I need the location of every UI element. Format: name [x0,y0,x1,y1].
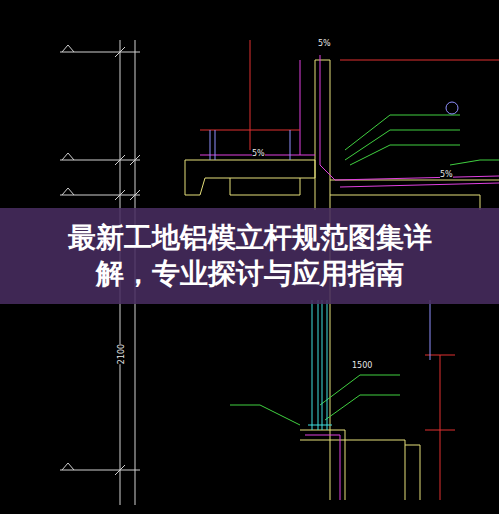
title-band: 最新工地铝模立杆规范图集详解，专业探讨与应用指南 [0,208,499,304]
dimension-label: 5% [318,40,331,48]
title-text: 最新工地铝模立杆规范图集详解，专业探讨与应用指南 [60,220,440,293]
dimension-label: 2100 [118,344,126,364]
window-frame [308,300,332,430]
dimension-label: 5% [252,150,265,158]
dimension-label: 5% [440,171,453,179]
dimension-label: 1500 [352,362,372,370]
